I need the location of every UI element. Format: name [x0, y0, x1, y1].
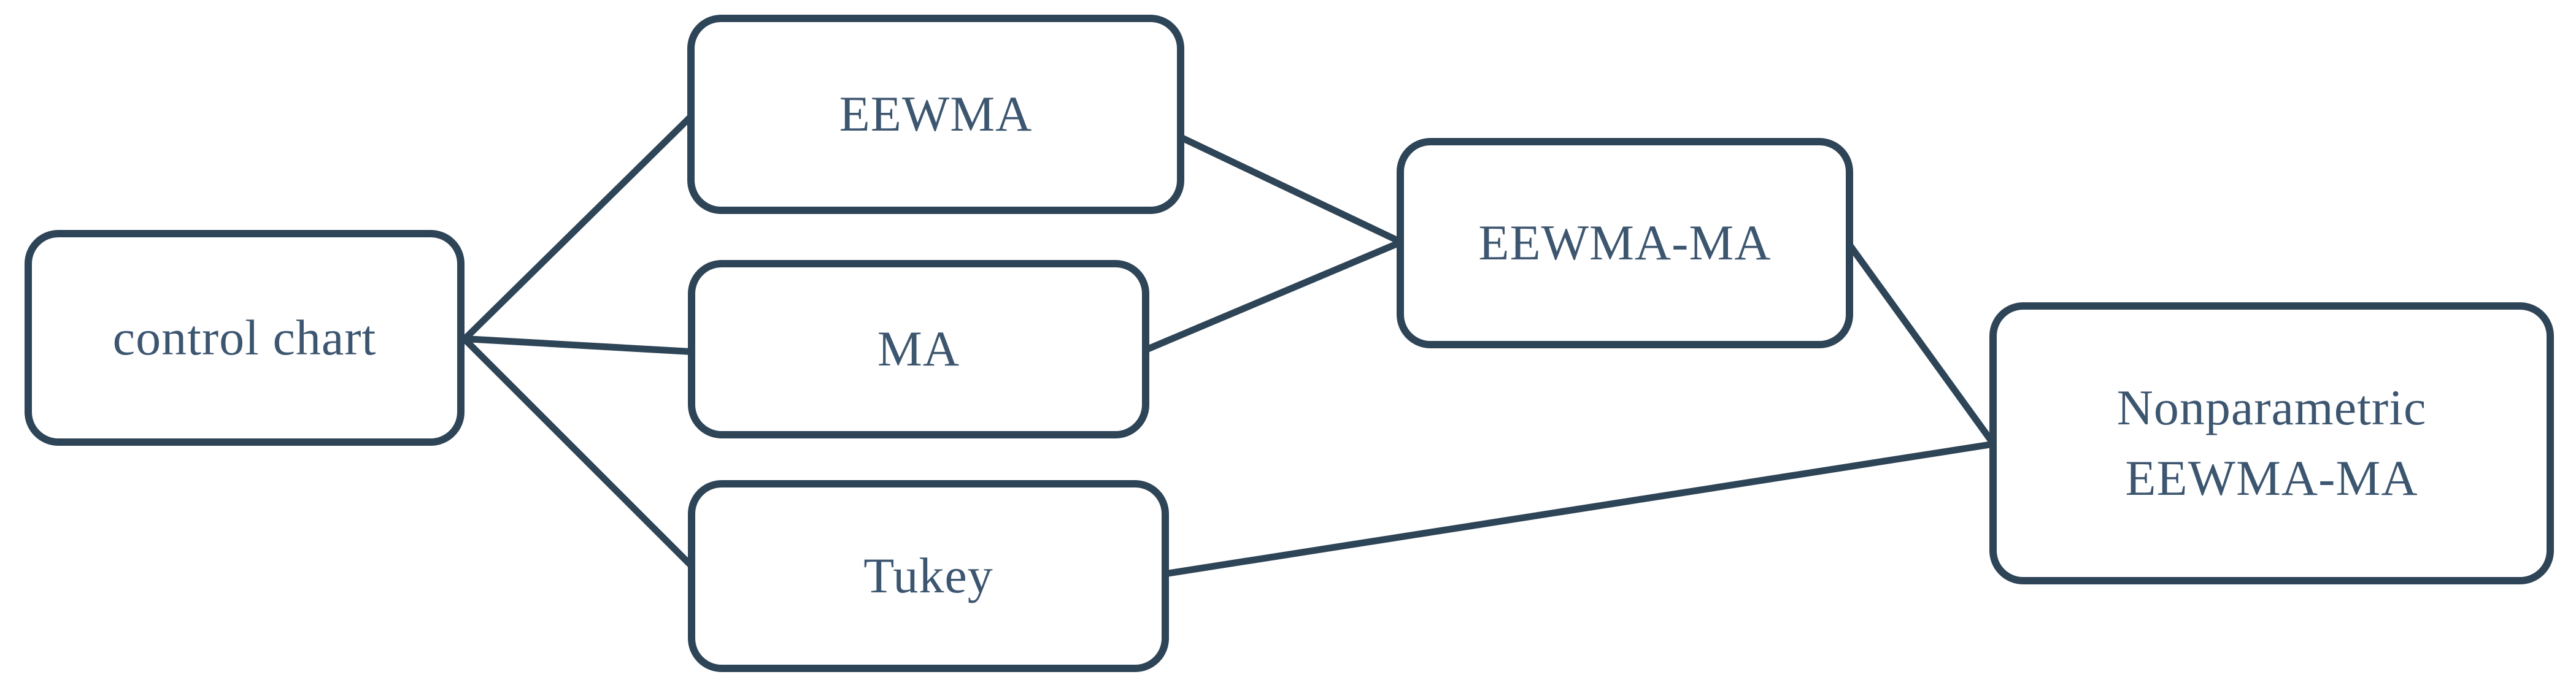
edge-eewma-eewma-ma [1174, 132, 1407, 247]
node-nonparametric-eewma-ma-label: Nonparametric EEWMA-MA [2116, 380, 2427, 506]
node-eewma: EEWMA [687, 15, 1184, 214]
node-ma-label: MA [877, 321, 960, 377]
edge-control-chart-tukey [457, 332, 699, 573]
node-tukey: Tukey [688, 480, 1169, 672]
edge-control-chart-eewma [457, 109, 698, 346]
node-eewma-ma-label: EEWMA-MA [1478, 215, 1772, 271]
node-eewma-ma: EEWMA-MA [1397, 138, 1853, 348]
edge-eewma-ma-np-eewma-ma [1841, 235, 2001, 453]
edge-ma-eewma-ma [1139, 237, 1407, 356]
node-control-chart: control chart [25, 230, 465, 446]
node-nonparametric-eewma-ma: Nonparametric EEWMA-MA [1989, 302, 2554, 584]
node-control-chart-label: control chart [112, 309, 377, 365]
node-eewma-label: EEWMA [839, 86, 1033, 142]
node-ma: MA [688, 260, 1149, 438]
edge-tukey-np-eewma-ma [1160, 440, 1999, 578]
edge-control-chart-ma [459, 335, 697, 356]
node-tukey-label: Tukey [863, 548, 993, 604]
